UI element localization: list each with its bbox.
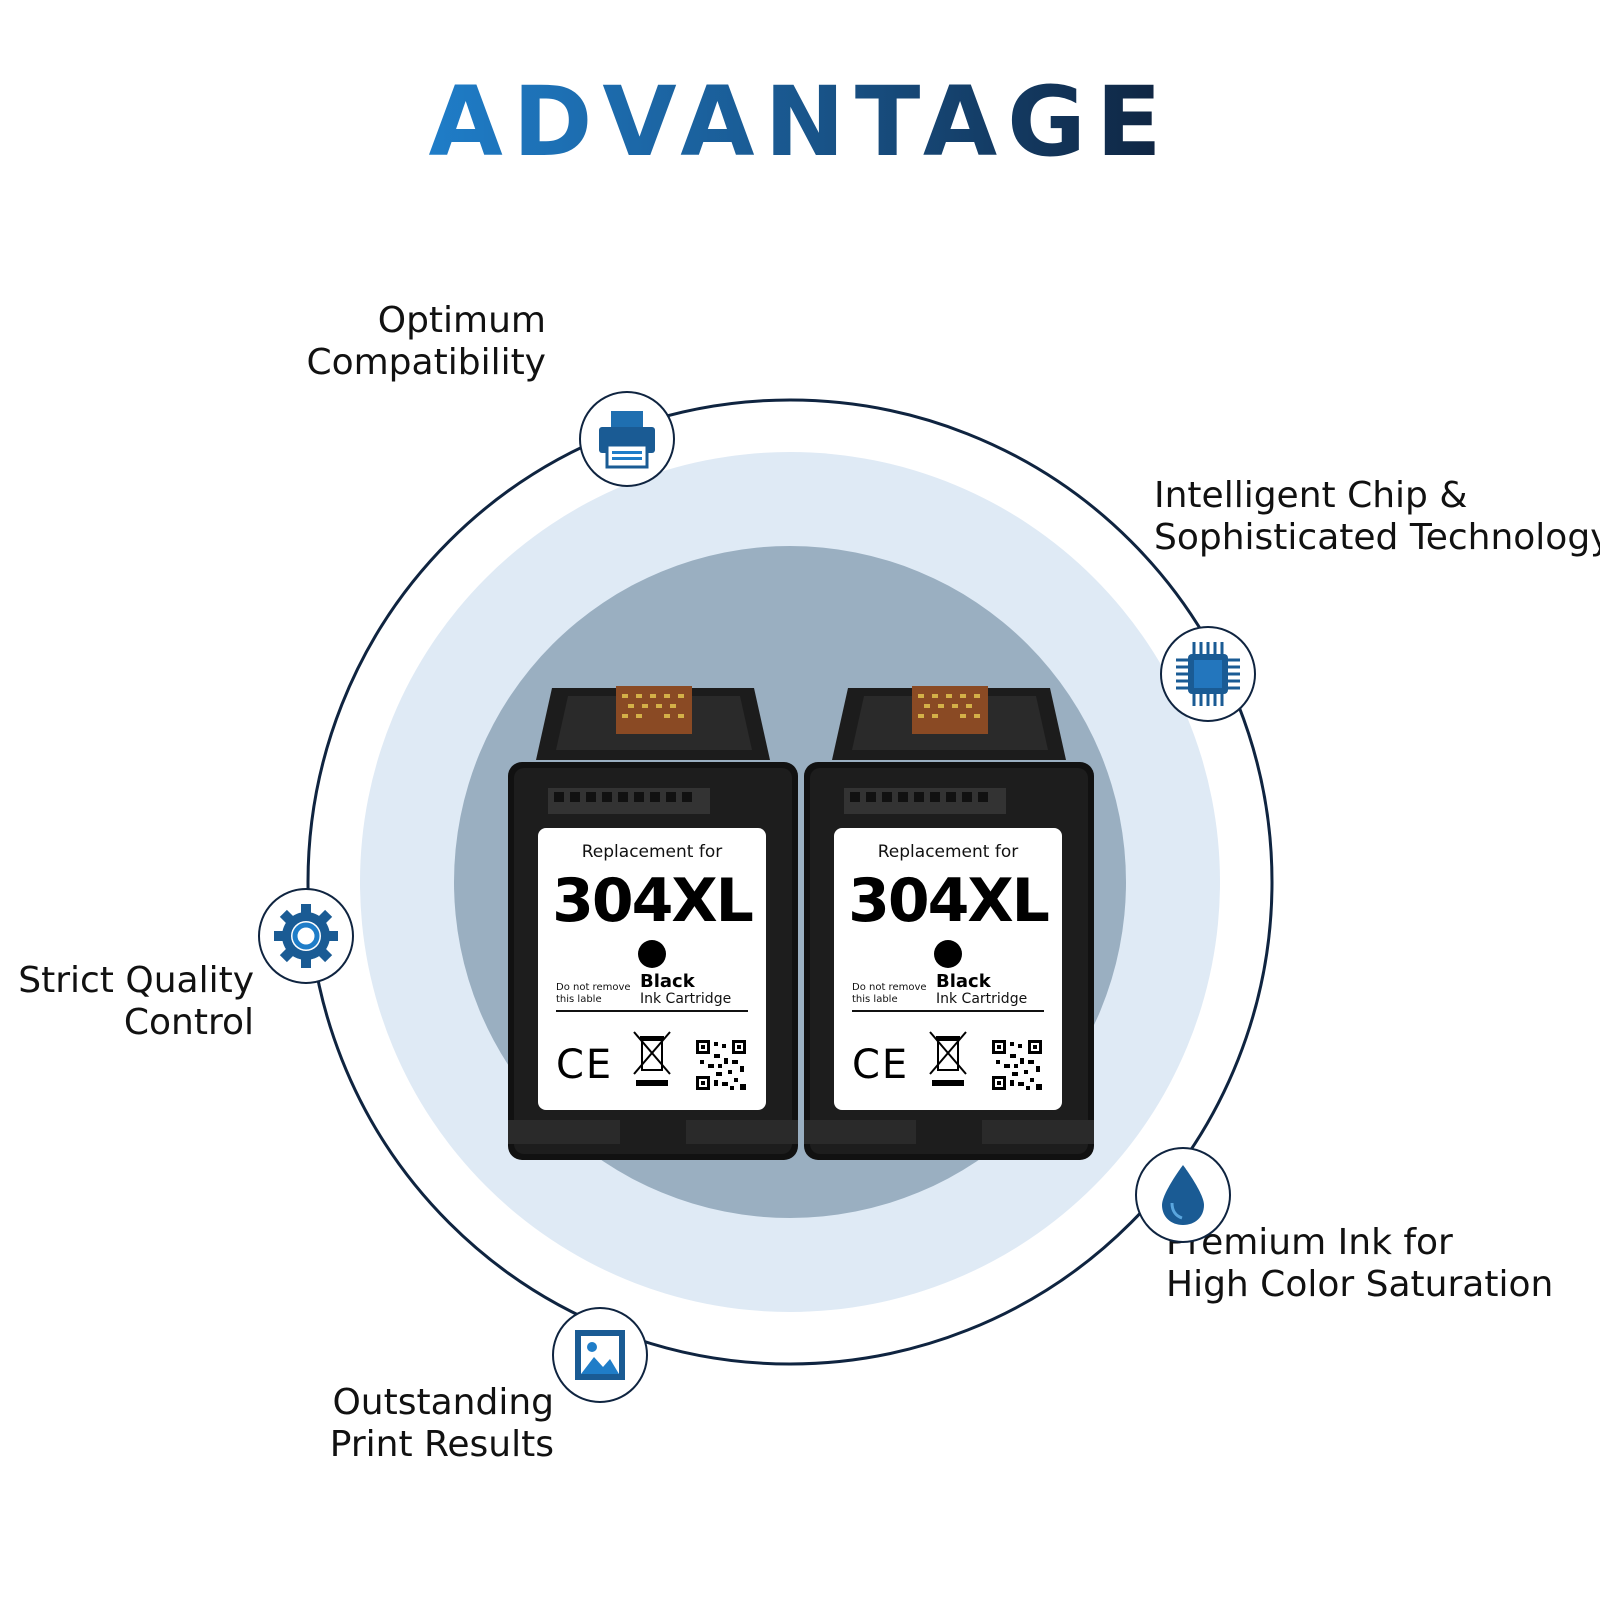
cartridge-type: Ink Cartridge: [640, 991, 732, 1007]
ce-mark: CE: [556, 1042, 614, 1088]
cartridge-type: Ink Cartridge: [936, 991, 1028, 1007]
model-number: 304XL: [848, 866, 1050, 936]
replacement-text: Replacement for: [581, 842, 723, 862]
ink-drop-badge: [1135, 1147, 1231, 1243]
label-divider: [852, 1010, 1044, 1012]
weee-bin-icon: [929, 1031, 967, 1086]
color-name: Black: [640, 971, 695, 992]
printer-badge: [579, 391, 675, 487]
page-title: ADVANTAGE: [428, 66, 1172, 178]
gear-icon: [274, 904, 338, 968]
feature-quality-label: Strict Quality Control: [18, 960, 254, 1043]
ink-drop-icon: [1162, 1165, 1204, 1225]
feature-chip-label: Intelligent Chip & Sophisticated Technol…: [1154, 475, 1600, 558]
orbit-ring: [306, 398, 1274, 1366]
printer-icon: [599, 411, 655, 469]
color-dot: [934, 940, 962, 968]
weee-bin-icon: [633, 1031, 671, 1086]
ce-mark: CE: [852, 1042, 910, 1088]
qr-code-icon: [696, 1040, 746, 1090]
feature-compatibility-label: Optimum Compatibility: [306, 300, 546, 383]
gear-badge: [258, 888, 354, 984]
feature-print-label: Outstanding Print Results: [329, 1382, 554, 1465]
chip-badge: [1160, 626, 1256, 722]
image-badge: [552, 1307, 648, 1403]
qr-code-icon: [992, 1040, 1042, 1090]
replacement-text: Replacement for: [877, 842, 1019, 862]
chip-icon: [1176, 642, 1240, 706]
model-number: 304XL: [552, 866, 754, 936]
color-name: Black: [936, 971, 991, 992]
label-divider: [556, 1010, 748, 1012]
image-icon: [575, 1330, 625, 1380]
color-dot: [638, 940, 666, 968]
feature-ink-label: Premium Ink for High Color Saturation: [1166, 1222, 1554, 1305]
